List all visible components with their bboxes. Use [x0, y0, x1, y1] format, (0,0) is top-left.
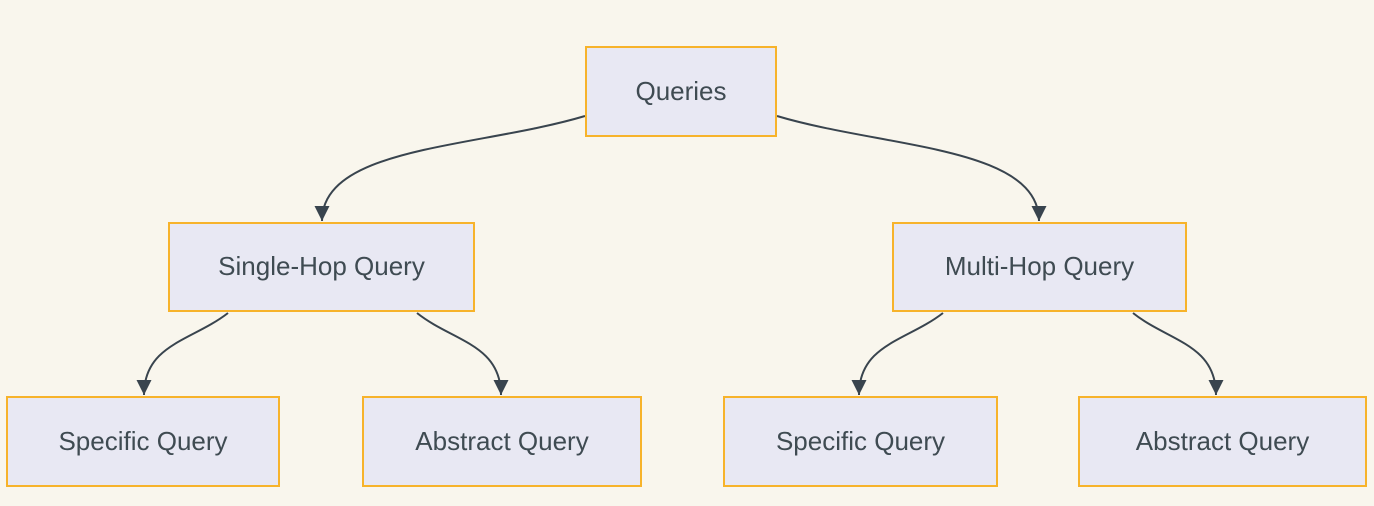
node-multi-hop-query: Multi-Hop Query — [892, 222, 1187, 312]
node-multi-hop-specific-query-label: Specific Query — [775, 425, 946, 456]
edge-single-hop-to-abstract-query — [416, 312, 509, 396]
node-single-hop-query: Single-Hop Query — [168, 222, 475, 312]
node-queries: Queries — [585, 46, 777, 137]
node-multi-hop-abstract-query: Abstract Query — [1078, 396, 1367, 487]
node-single-hop-specific-query-label: Specific Query — [58, 425, 228, 456]
node-multi-hop-specific-query: Specific Query — [723, 396, 998, 487]
edge-multi-hop-to-specific-query — [851, 312, 944, 396]
edge-queries-to-multi-hop-query — [776, 115, 1047, 222]
edge-single-hop-to-specific-query — [136, 312, 229, 396]
edge-queries-to-single-hop-query — [314, 115, 586, 222]
edge-multi-hop-to-abstract-query — [1132, 312, 1224, 396]
node-single-hop-specific-query: Specific Query — [6, 396, 280, 487]
node-multi-hop-query-label: Multi-Hop Query — [944, 251, 1135, 282]
node-multi-hop-abstract-query-label: Abstract Query — [1135, 425, 1310, 456]
node-queries-label: Queries — [635, 75, 727, 106]
node-single-hop-abstract-query: Abstract Query — [362, 396, 642, 487]
node-single-hop-query-label: Single-Hop Query — [218, 251, 425, 282]
node-single-hop-abstract-query-label: Abstract Query — [415, 425, 589, 456]
